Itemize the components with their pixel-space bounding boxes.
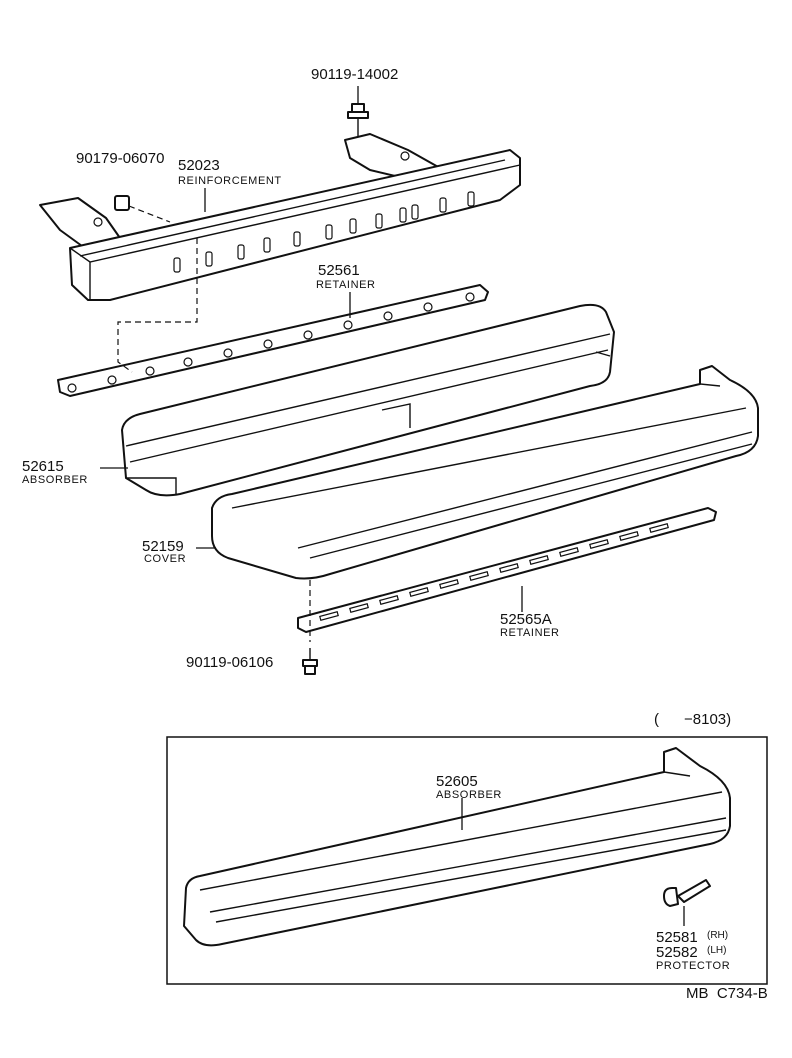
nut-number: 90179-06070 — [76, 150, 164, 167]
protector-lh-number: 52582 — [656, 944, 698, 961]
cover-name: COVER — [144, 553, 186, 565]
retainer-upper-number: 52561 — [318, 262, 360, 279]
inset-absorber-number: 52605 — [436, 773, 478, 790]
bolt-top-icon — [347, 86, 369, 136]
inset-frame — [166, 736, 768, 985]
retainer-upper-name: RETAINER — [316, 279, 376, 291]
retainer-lower-name: RETAINER — [500, 627, 560, 639]
inset-range: ( −8103) — [654, 711, 731, 728]
retainer-lower-number: 52565A — [500, 611, 552, 628]
footer-code: MB C734-B — [686, 985, 768, 1002]
cover-part — [211, 365, 759, 580]
reinforcement-name: REINFORCEMENT — [178, 175, 282, 187]
protector-lh-side: (LH) — [707, 945, 726, 956]
inset-absorber-name: ABSORBER — [436, 789, 502, 801]
absorber-name: ABSORBER — [22, 474, 88, 486]
reinforcement-part — [39, 133, 521, 301]
nut-icon — [114, 195, 171, 223]
retainer-lower-part — [297, 507, 717, 633]
bolt-top-number: 90119-14002 — [311, 66, 398, 83]
retainer-upper-part — [57, 284, 489, 397]
absorber-number: 52615 — [22, 458, 64, 475]
protector-part — [663, 879, 711, 926]
reinforcement-number: 52023 — [178, 157, 220, 174]
protector-rh-side: (RH) — [707, 930, 728, 941]
absorber-part — [121, 303, 615, 497]
cover-number: 52159 — [142, 538, 184, 555]
bolt-bottom-number: 90119-06106 — [186, 654, 273, 671]
bolt-bottom-icon — [302, 648, 318, 675]
inset-absorber-part — [183, 747, 731, 947]
protector-rh-number: 52581 — [656, 929, 698, 946]
protector-name: PROTECTOR — [656, 960, 730, 972]
